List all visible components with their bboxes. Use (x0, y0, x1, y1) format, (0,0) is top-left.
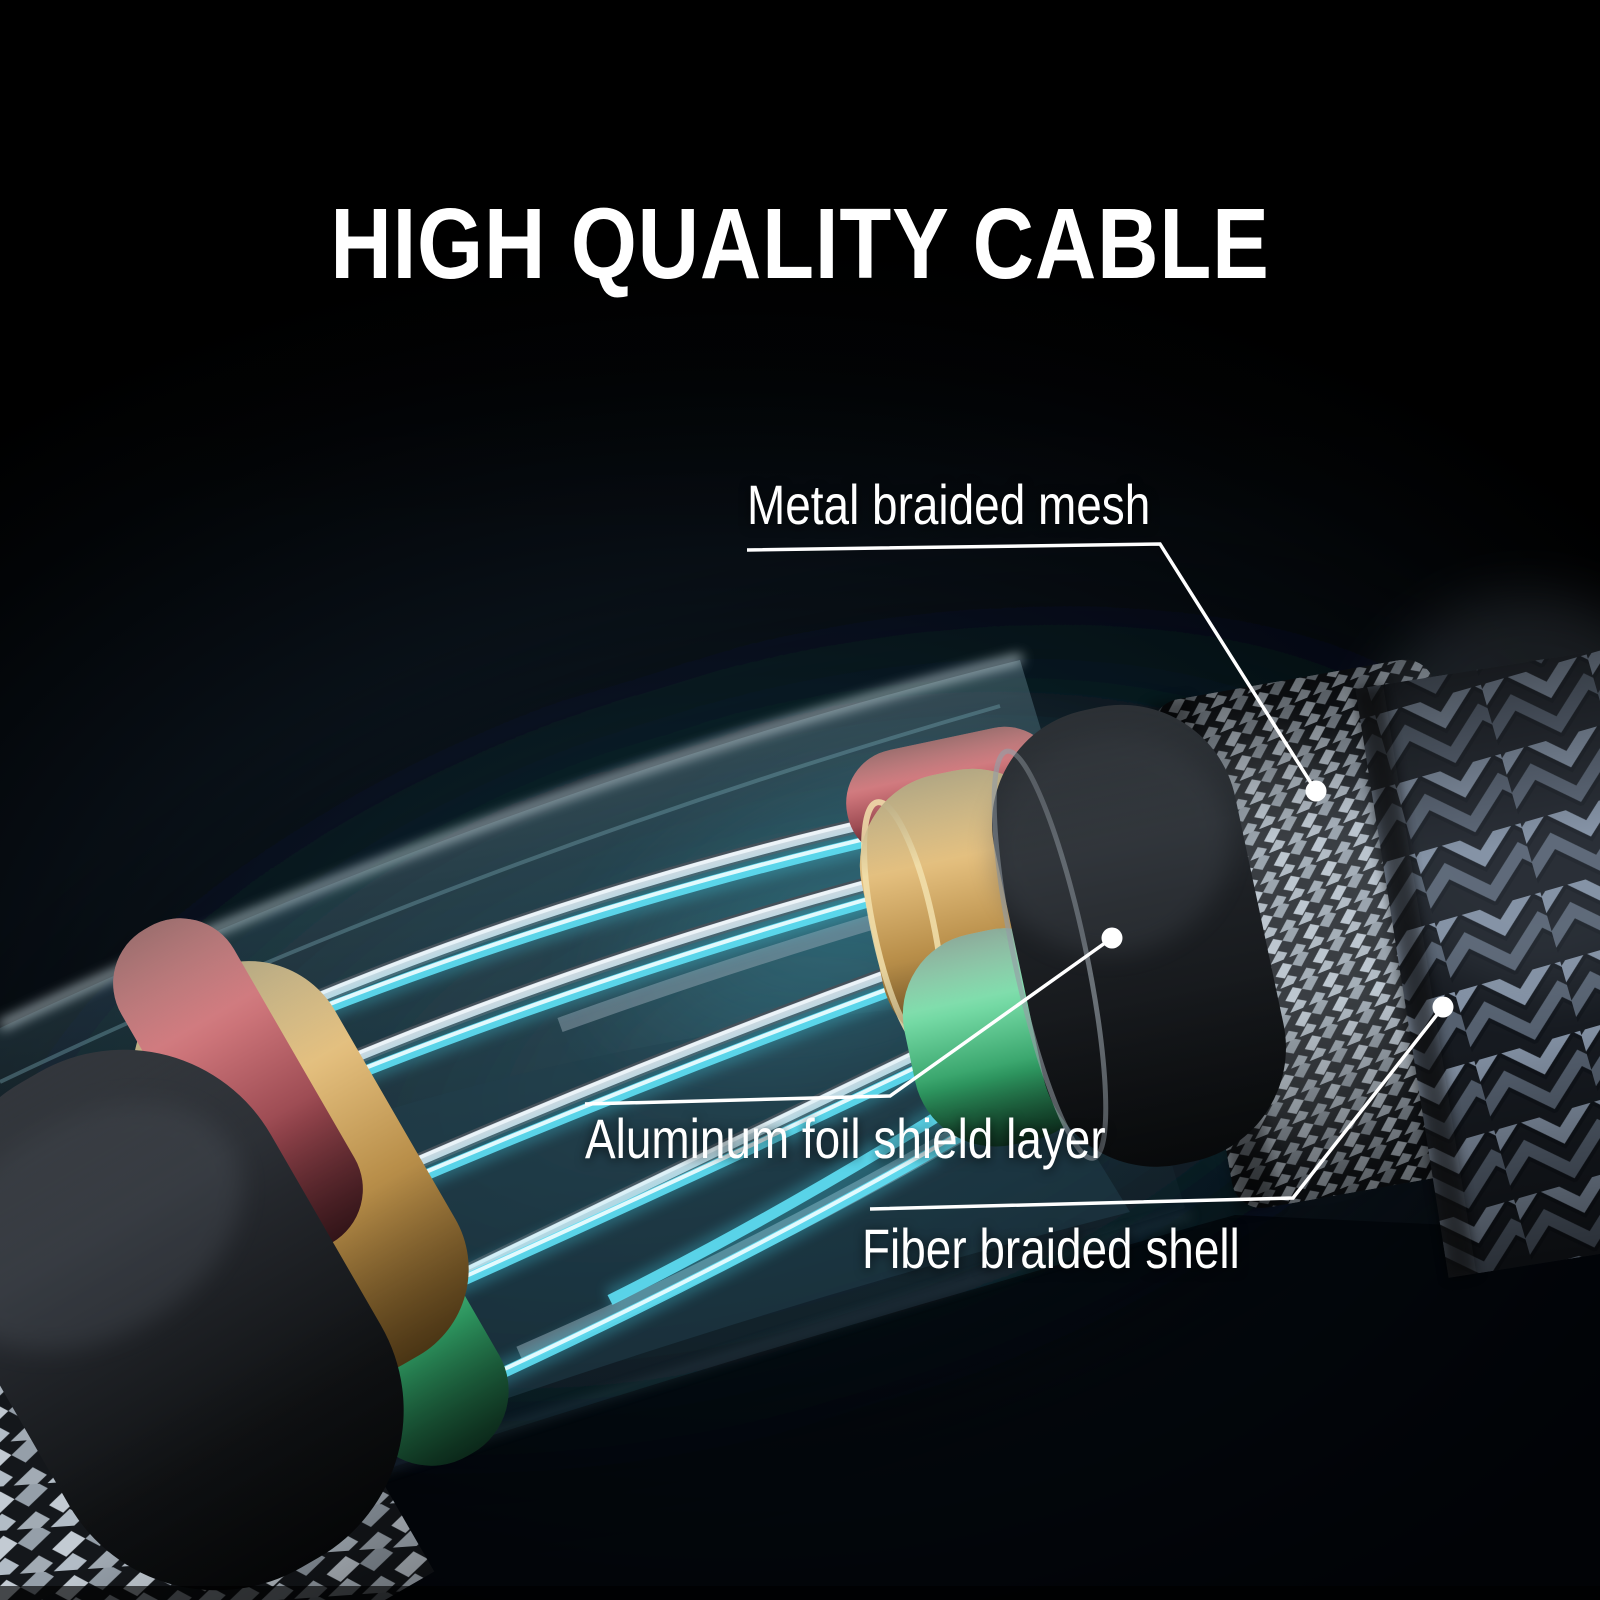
callout-label-aluminum-foil-shield-layer: Aluminum foil shield layer (585, 1107, 1106, 1170)
callout-lines (584, 542, 1454, 1211)
callout-label-metal-braided-mesh: Metal braided mesh (747, 473, 1151, 536)
callout-dot-metal-braided-mesh (1305, 780, 1327, 802)
callout-dot-fiber-braided-shell (1432, 996, 1454, 1018)
lower-shadow-area (0, 1215, 1600, 1600)
callout-line-fiber-braided-shell (869, 1005, 1445, 1211)
right-layer-stack (846, 594, 1600, 1278)
callout-line-aluminum-foil-shield-layer (584, 936, 1114, 1106)
bottom-vignette (0, 1586, 1600, 1600)
aluminum-jacket-ring (990, 704, 1286, 1167)
left-ring-stack (0, 918, 509, 1600)
callout-line-metal-braided-mesh (746, 542, 1318, 792)
fiber-braided-shell-section (1353, 594, 1600, 1278)
copper-ring-left (113, 918, 363, 1255)
callout-label-fiber-braided-shell: Fiber braided shell (862, 1217, 1240, 1280)
page-title: HIGH QUALITY CABLE (330, 188, 1270, 300)
rubber-jacket-left (0, 1049, 404, 1591)
callout-dot-aluminum-foil-shield-layer (1101, 927, 1123, 949)
